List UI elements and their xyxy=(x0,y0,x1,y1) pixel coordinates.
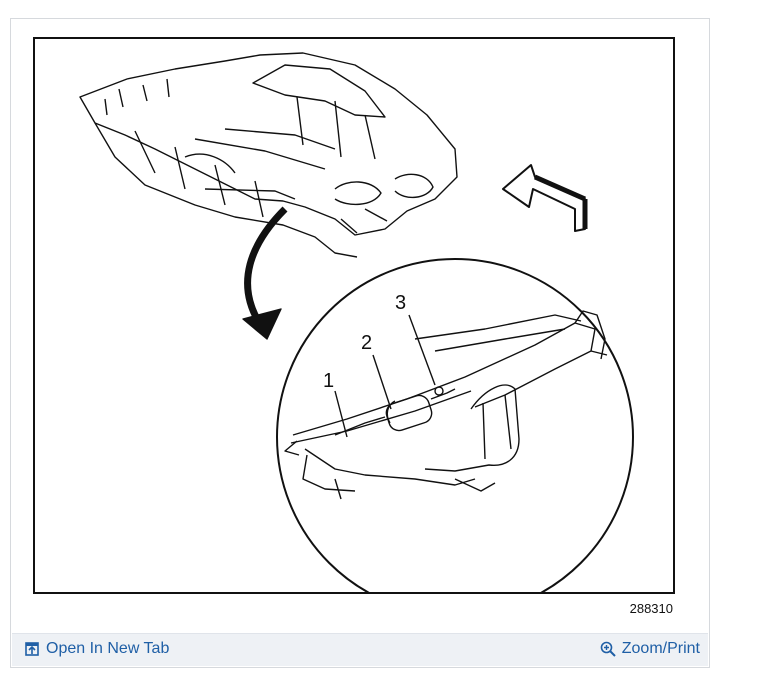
callout-2: 2 xyxy=(361,332,372,354)
callout-3: 3 xyxy=(395,292,406,314)
vehicle-body-illustration xyxy=(79,52,458,258)
open-in-new-tab-button[interactable]: Open In New Tab xyxy=(24,640,169,658)
open-in-new-tab-label: Open In New Tab xyxy=(46,640,170,657)
detail-circle xyxy=(276,258,634,592)
vehicle-underbody-diagram: 1 2 3 xyxy=(79,52,634,592)
callout-leaders xyxy=(334,314,436,438)
zoom-print-label: Zoom/Print xyxy=(621,640,700,657)
callout-1: 1 xyxy=(323,370,334,392)
image-viewer-card: 1 2 3 288310 Open In New Tab Zoom/Print xyxy=(10,18,710,668)
open-in-new-tab-icon xyxy=(25,642,39,656)
pointer-curved-arrow xyxy=(242,206,288,340)
fuel-filter-detail xyxy=(284,310,608,500)
diagram-figure: 1 2 3 xyxy=(33,37,675,594)
viewer-toolbar: Open In New Tab Zoom/Print xyxy=(12,633,708,666)
zoom-in-icon xyxy=(600,641,616,657)
figure-number: 288310 xyxy=(629,601,673,616)
zoom-print-button[interactable]: Zoom/Print xyxy=(600,640,700,658)
front-direction-arrow xyxy=(502,164,588,232)
